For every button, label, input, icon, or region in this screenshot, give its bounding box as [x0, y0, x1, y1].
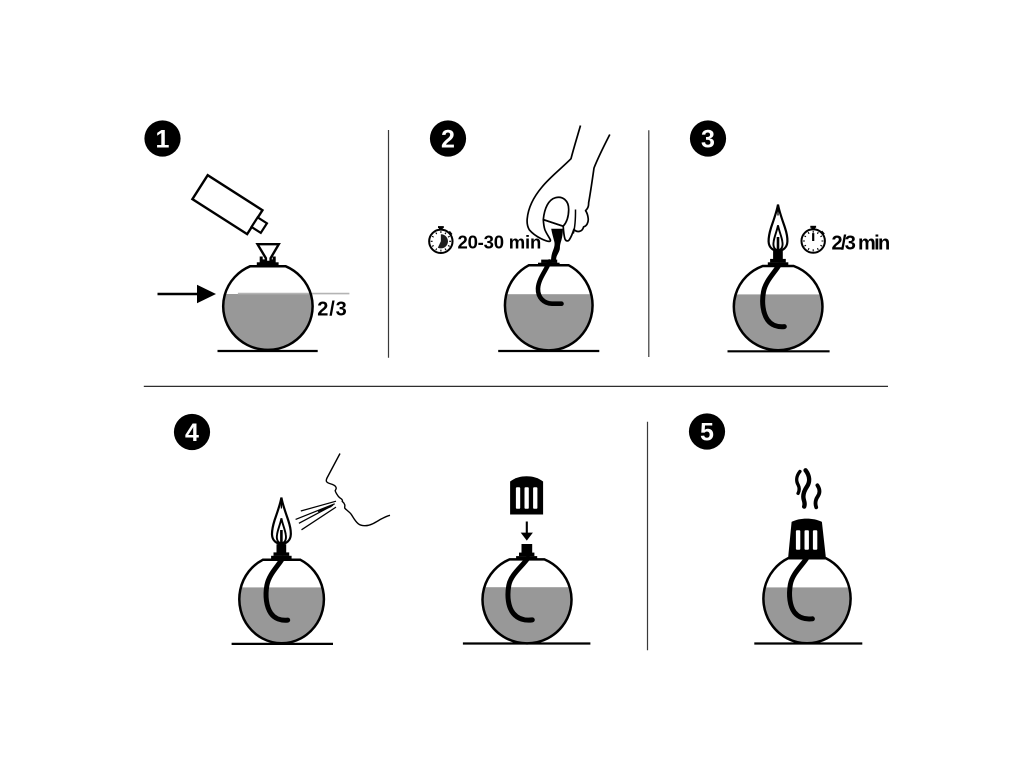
svg-text:5: 5: [700, 419, 714, 447]
svg-text:2: 2: [441, 126, 455, 154]
svg-text:4: 4: [185, 419, 199, 447]
svg-text:1: 1: [156, 126, 170, 154]
svg-text:20-30 min: 20-30 min: [458, 232, 542, 253]
svg-text:2/3 min: 2/3 min: [832, 233, 889, 255]
svg-text:3: 3: [701, 126, 715, 154]
svg-text:2/3: 2/3: [317, 299, 347, 321]
